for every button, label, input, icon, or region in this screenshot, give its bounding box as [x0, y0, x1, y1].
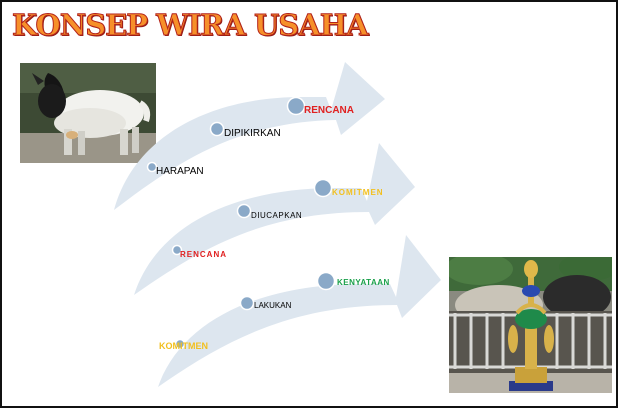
node-1-3 — [286, 96, 306, 116]
node-3-2 — [239, 295, 255, 311]
label-diucapkan: DIUCAPKAN — [251, 211, 302, 220]
label-text: KOMITMEN — [332, 188, 384, 197]
label-text: HARAPAN — [156, 166, 204, 177]
label-rencana-1: RENCANA — [304, 105, 354, 116]
white-goat-photo — [20, 63, 156, 163]
node-1-2 — [209, 121, 225, 137]
label-text: KENYATAAN — [337, 278, 390, 287]
label-komitmen-2: KOMITMEN — [159, 341, 208, 351]
label-text: DIUCAPKAN — [251, 211, 303, 220]
node-2-3 — [313, 178, 333, 198]
label-rencana-2: RENCANA — [180, 250, 227, 259]
node-2-1 — [171, 244, 183, 256]
node-3-3 — [316, 271, 336, 291]
goat-with-trophy-photo — [449, 257, 612, 393]
trophy-illustration — [449, 257, 612, 393]
arrow-1 — [114, 62, 385, 210]
slide-title: KONSEP WIRA USAHA — [12, 8, 370, 43]
label-harapan: HARAPAN — [156, 166, 204, 177]
label-dipikirkan: DIPIKIRKAN — [224, 128, 281, 139]
goat-illustration — [20, 63, 156, 163]
label-text: RENCANA — [180, 250, 227, 259]
node-3-1 — [174, 338, 186, 350]
node-2-2 — [236, 203, 252, 219]
arrow-2 — [134, 143, 415, 295]
label-text: KOMITMEN — [159, 341, 208, 351]
label-text: RENCANA — [304, 105, 354, 116]
label-text: LAKUKAN — [254, 301, 292, 310]
arrow-3 — [158, 235, 441, 387]
label-komitmen-1: KOMITMEN — [332, 188, 384, 197]
label-lakukan: LAKUKAN — [254, 301, 291, 310]
label-text: DIPIKIRKAN — [224, 128, 281, 139]
node-1-1 — [146, 161, 158, 173]
label-kenyataan: KENYATAAN — [337, 278, 390, 287]
